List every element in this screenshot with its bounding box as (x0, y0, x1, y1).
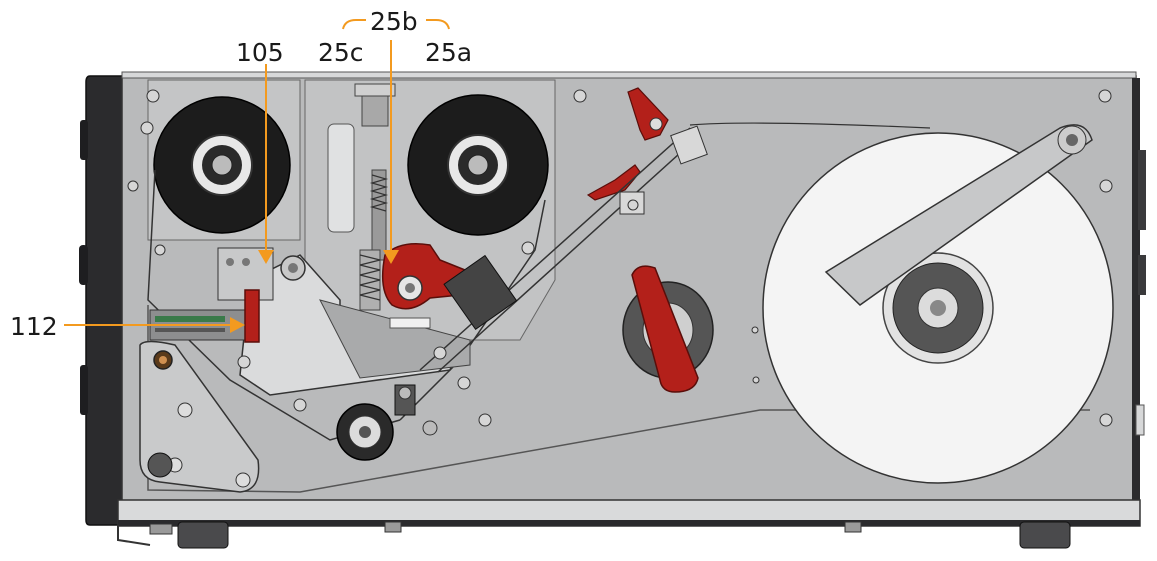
rewind-lever (631, 265, 699, 393)
screws (127, 89, 1113, 427)
bracket-25a (426, 19, 450, 30)
right-edge (1132, 78, 1140, 524)
bracket-25c (342, 19, 366, 30)
dispenser-red-parts (586, 87, 669, 201)
peel-bracket (139, 340, 260, 493)
foot-right (1019, 521, 1071, 549)
platen-roller (336, 384, 438, 461)
cable-loop (117, 525, 151, 546)
peel-bracket-plate (139, 340, 260, 493)
casing-knob-mid (79, 245, 88, 285)
rewind-hub (622, 265, 714, 393)
red-lever-head (381, 243, 468, 310)
label-105: 105 (236, 38, 284, 67)
label-supply-roll (762, 124, 1114, 484)
callout-leaders (64, 19, 450, 326)
front-casing (85, 75, 125, 526)
casing-knob-low (80, 365, 88, 415)
right-connector-low (1135, 404, 1145, 436)
base-strip (118, 520, 1140, 526)
right-connector-mid (1138, 255, 1146, 295)
label-112: 112 (10, 312, 58, 341)
label-web-top (689, 122, 931, 129)
guide-slot (327, 123, 355, 233)
spring-mechanism (327, 83, 396, 311)
diagonal-guide-2 (437, 134, 701, 373)
sensor-block (443, 254, 518, 330)
ribbon-supply-roll (153, 96, 291, 234)
diagonal-guide-1 (419, 127, 691, 371)
base-bolt-1 (384, 521, 402, 533)
label-25a: 25a (425, 38, 472, 67)
red-tab-112 (244, 289, 260, 343)
base-bracket-left (149, 523, 173, 535)
ribbon-takeup-roll (407, 94, 549, 236)
foot-left (177, 521, 229, 549)
base-bolt-2 (844, 521, 862, 533)
callout-arrowheads (230, 250, 399, 333)
label-25c: 25c (318, 38, 364, 67)
top-rail (121, 71, 1137, 79)
casing-knob-top (80, 120, 88, 160)
dancer-arm (824, 124, 1093, 306)
right-connector-top (1138, 150, 1146, 230)
label-25b: 25b (370, 7, 418, 36)
